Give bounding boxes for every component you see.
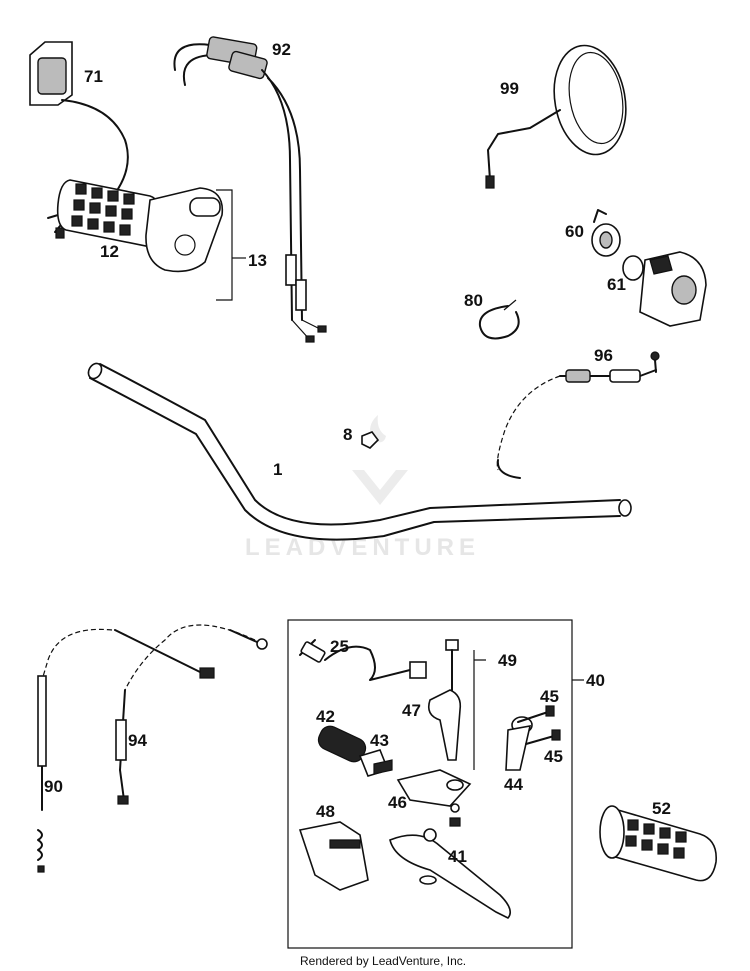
callout-46: 46 <box>388 793 407 812</box>
part-92-throttle-cables <box>173 36 327 343</box>
callout-25: 25 <box>330 637 349 656</box>
callout-60: 60 <box>565 222 584 241</box>
callout-13: 13 <box>248 251 267 270</box>
part-71-switch <box>29 41 129 239</box>
callout-43: 43 <box>370 731 389 750</box>
callout-71: 71 <box>84 67 103 86</box>
callout-61: 61 <box>607 275 626 294</box>
callout-41: 41 <box>448 847 467 866</box>
callout-47: 47 <box>402 701 421 720</box>
callout-92: 92 <box>272 40 291 59</box>
part-52-grip <box>599 805 717 882</box>
callout-80: 80 <box>464 291 483 310</box>
part-45-bolts <box>517 705 561 745</box>
part-49-bolt <box>445 639 486 770</box>
callout-52: 52 <box>652 799 671 818</box>
callout-45-bottom: 45 <box>544 747 563 766</box>
callout-42: 42 <box>316 707 335 726</box>
callout-96: 96 <box>594 346 613 365</box>
part-96-cable <box>496 351 660 479</box>
part-42-43-adjuster <box>317 725 393 777</box>
callouts: 71 92 99 12 13 60 61 80 96 8 1 40 25 49 … <box>44 40 671 866</box>
part-41-lever <box>389 828 511 919</box>
part-90-cable <box>37 628 113 873</box>
part-94-cable <box>114 624 268 805</box>
callout-99: 99 <box>500 79 519 98</box>
callout-12: 12 <box>100 242 119 261</box>
part-40-assembly-box <box>287 619 584 949</box>
callout-44: 44 <box>504 775 523 794</box>
part-47-44-46-lever-mount <box>396 689 533 827</box>
callout-49: 49 <box>498 651 517 670</box>
part-12-throttle-grip <box>56 179 162 247</box>
part-80-clamp <box>478 299 520 340</box>
callout-1: 1 <box>273 460 282 479</box>
footer-credit: Rendered by LeadVenture, Inc. <box>300 954 466 968</box>
part-1-handlebar <box>87 362 632 541</box>
callout-40: 40 <box>586 671 605 690</box>
callout-8: 8 <box>343 425 352 444</box>
part-25-switch <box>299 639 427 681</box>
callout-45-top: 45 <box>540 687 559 706</box>
callout-48: 48 <box>316 802 335 821</box>
part-99-mirror <box>485 44 627 189</box>
callout-90: 90 <box>44 777 63 796</box>
callout-94: 94 <box>128 731 147 750</box>
part-13-throttle-housing <box>145 187 246 301</box>
part-48-cover <box>298 821 369 891</box>
part-60-61-switch <box>591 209 707 327</box>
part-8-nut <box>361 431 380 449</box>
